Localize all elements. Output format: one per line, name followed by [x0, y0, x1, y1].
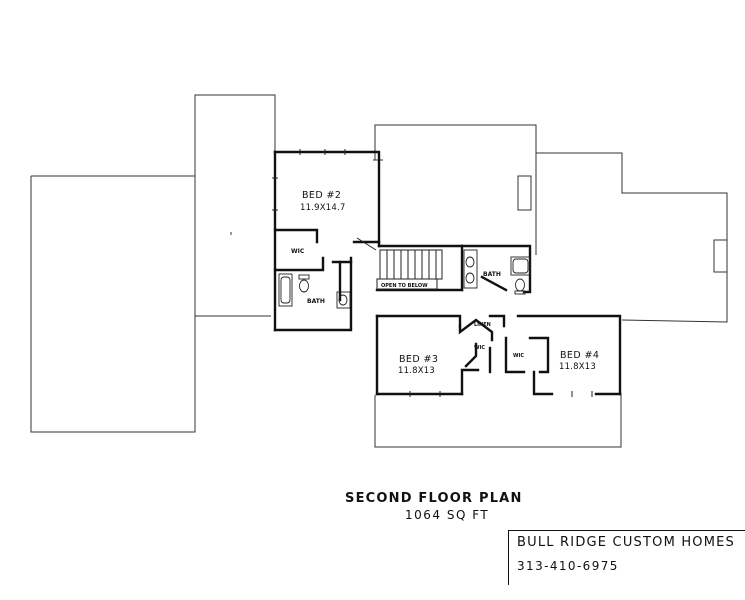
bed2-label: BED #2 — [302, 190, 341, 201]
roof-outline — [30, 94, 728, 448]
bath-left-label: BATH — [307, 298, 325, 305]
open-to-below-label: OPEN TO BELOW — [381, 283, 428, 289]
bath-fixtures — [278, 249, 531, 309]
wic-center-label: WIC — [474, 345, 485, 351]
wic-right-label: WIC — [513, 353, 524, 359]
bed3-dims: 11.8X13 — [398, 366, 435, 376]
bed3-label: BED #3 — [399, 354, 438, 365]
bed4-label: BED #4 — [560, 350, 599, 361]
linen-label: LINEN — [474, 322, 491, 328]
window-marks — [272, 149, 593, 397]
wic-left-label: WIC — [291, 248, 305, 255]
bed4-dims: 11.8X13 — [559, 362, 596, 372]
bed2-dims: 11.9X14.7 — [300, 203, 345, 213]
walls — [273, 150, 622, 396]
bath-right-label: BATH — [483, 271, 501, 278]
stairs — [356, 237, 443, 290]
